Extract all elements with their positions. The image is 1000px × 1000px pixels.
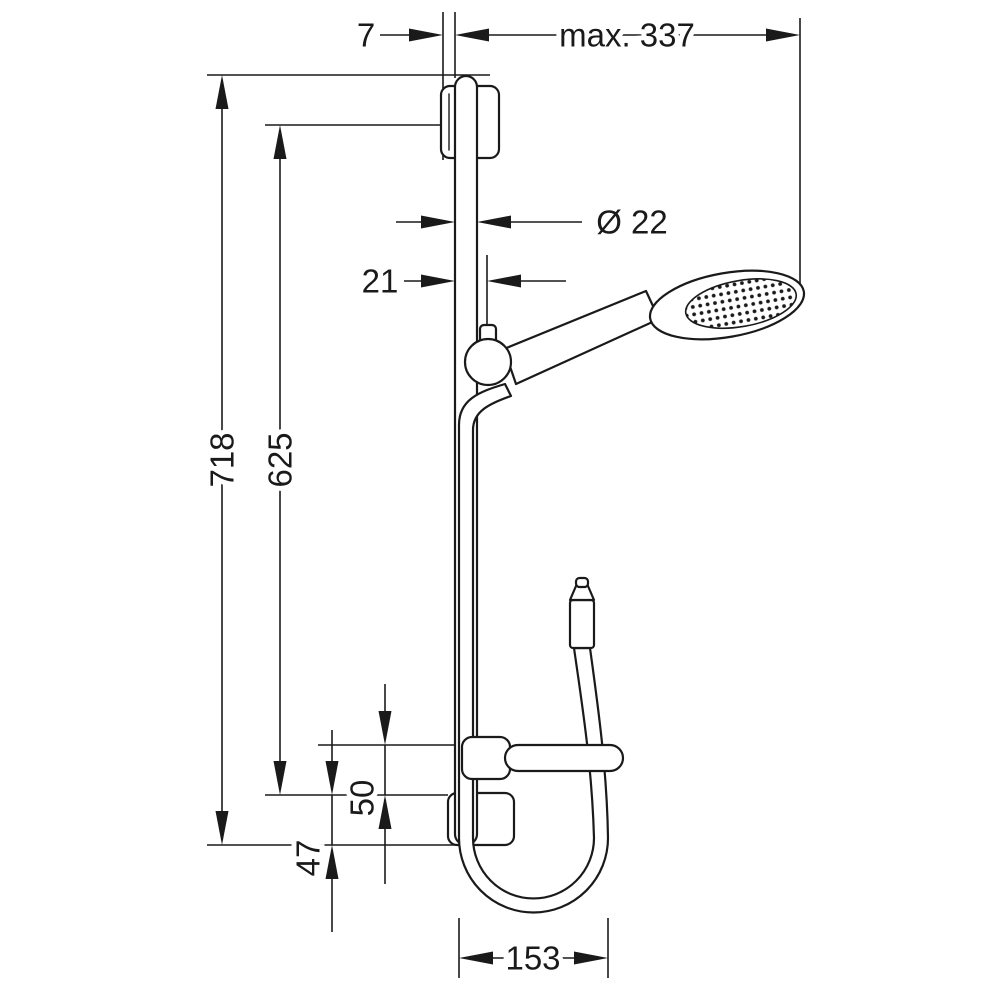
arrowhead (477, 215, 511, 229)
connector-body (568, 598, 596, 650)
dimension-label-625: 625 (262, 432, 299, 487)
arrowhead (421, 215, 455, 229)
arrowhead (487, 274, 521, 288)
dimension-label-max-337: max. 337 (559, 17, 695, 54)
dimension-label-153: 153 (505, 940, 560, 977)
dimension-handle-offset: 21 (362, 263, 566, 300)
dimension-label-50: 50 (344, 780, 381, 817)
shower-handle (502, 289, 661, 386)
dimension-wall-offset: 7 (357, 17, 443, 54)
soap-dish-assembly (460, 735, 625, 781)
dimension-label-diameter-22: Ø 22 (596, 204, 668, 241)
slider-clamp (463, 337, 513, 387)
shower-set (439, 74, 806, 914)
dimension-bar-diameter: Ø 22 (396, 204, 668, 241)
dimension-label-718: 718 (204, 432, 241, 487)
dimension-label-21: 21 (362, 263, 399, 300)
arrowhead (215, 811, 229, 845)
dimension-label-7: 7 (357, 17, 375, 54)
arrowhead (409, 28, 443, 42)
shower-head (648, 269, 806, 341)
dimension-gap-47: 47 (285, 730, 339, 932)
hose-connector (568, 576, 596, 650)
dimension-label-47: 47 (290, 840, 327, 877)
dimension-gap-50: 50 (339, 684, 392, 884)
arrowhead (378, 711, 392, 745)
arrowhead (421, 274, 455, 288)
arrowhead (455, 28, 489, 42)
dish-sleeve (460, 735, 512, 781)
arrowhead (325, 761, 339, 795)
arrowhead (215, 75, 229, 109)
shower-hose (457, 382, 610, 914)
dimension-total-height: 718 (199, 75, 246, 845)
arrowhead (325, 845, 339, 879)
connector-nipple (574, 576, 590, 589)
dimension-fixing-height: 625 (257, 125, 304, 795)
arrowhead (459, 951, 493, 965)
arrowhead (273, 125, 287, 159)
spray-face (684, 278, 798, 330)
arrowhead (378, 795, 392, 829)
arrowhead (766, 28, 800, 42)
dimension-max-reach: max. 337 (455, 12, 800, 59)
soap-dish (503, 743, 625, 773)
hand-shower (463, 269, 806, 387)
dimension-annotations: 7 max. 337 Ø 22 21 (199, 12, 801, 982)
arrowhead (574, 951, 608, 965)
arrowhead (273, 761, 287, 795)
dimension-hose-loop: 153 (459, 935, 608, 982)
